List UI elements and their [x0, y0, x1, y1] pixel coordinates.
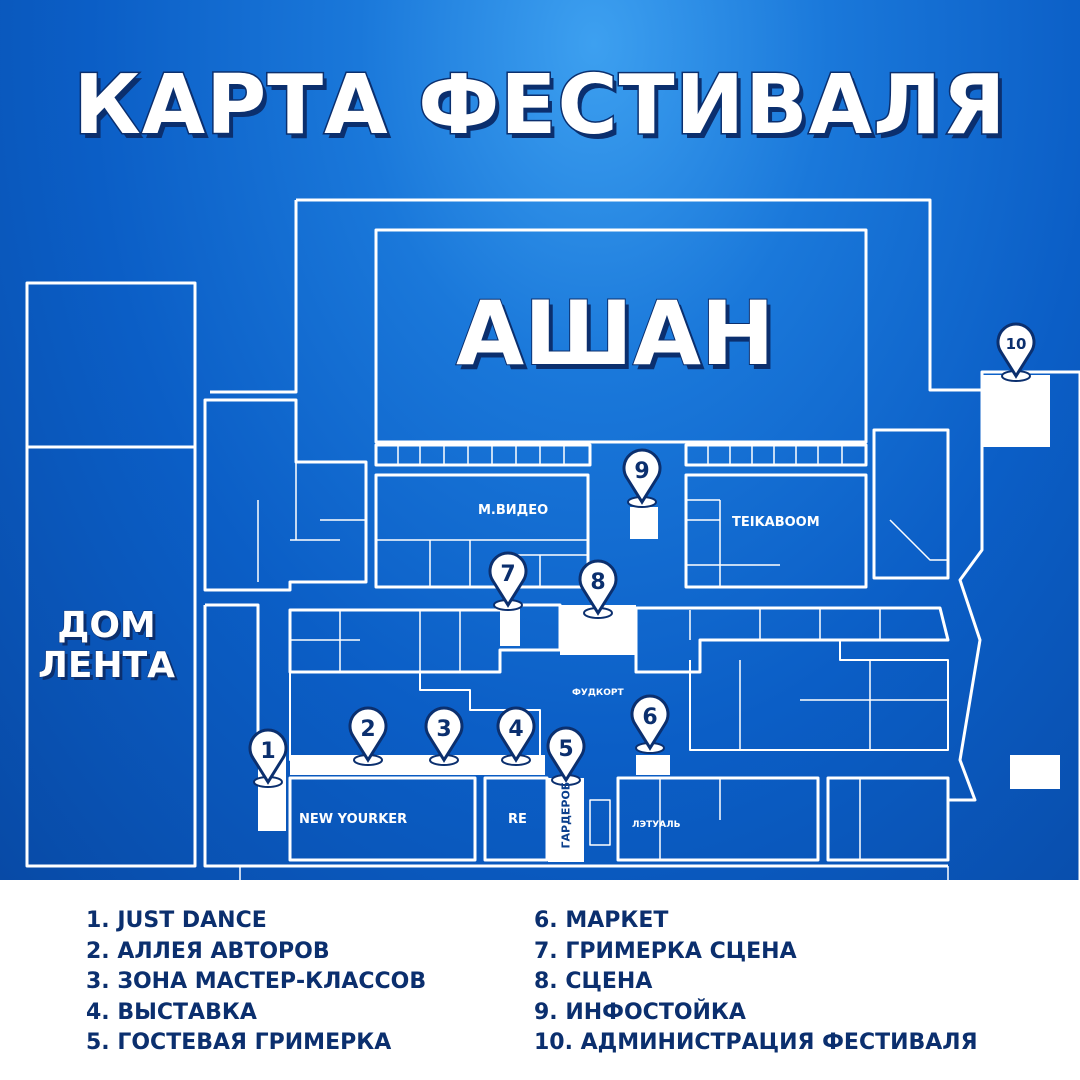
pin-number: 10	[1006, 335, 1027, 353]
legend-item: 8. СЦЕНА	[534, 969, 653, 994]
pin-number: 4	[508, 717, 523, 742]
dom-lenta-label: ДОМ ЛЕНТА	[37, 605, 176, 686]
letual-label: ЛЭТУАЛЬ	[632, 820, 681, 830]
pin-number: 6	[642, 705, 657, 730]
legend-item: 9. ИНФОСТОЙКА	[534, 999, 746, 1025]
marker-pins: 1 2 3 4 5 6 7 8 9 10	[248, 322, 1036, 788]
festival-map: 1 2 3 4 5 6 7 8 9 10 КАРТА ФЕСТИВАЛЯ АШАН ДОМ ЛЕН…	[0, 0, 1080, 880]
marker-pin-3[interactable]: 3	[424, 706, 464, 766]
floor-plan: 1 2 3 4 5 6 7 8 9 10	[25, 198, 1080, 880]
page-title: КАРТА ФЕСТИВАЛЯ	[72, 57, 1007, 155]
marker-pin-1[interactable]: 1	[248, 728, 288, 788]
new-yorker-label: NEW YOURKER	[299, 812, 408, 827]
marker-pin-6[interactable]: 6	[630, 694, 670, 754]
marker-pin-5[interactable]: 5	[546, 726, 586, 786]
dom-lenta-block	[25, 281, 197, 868]
walkways	[258, 375, 1060, 862]
pin-number: 5	[558, 737, 573, 762]
marker-pin-9[interactable]: 9	[622, 448, 662, 508]
pin-icon	[348, 706, 388, 763]
pin-number: 7	[500, 562, 515, 587]
pin-icon	[424, 706, 464, 763]
marker-pin-8[interactable]: 8	[578, 559, 618, 619]
legend-item: 7. ГРИМЕРКА СЦЕНА	[534, 938, 797, 964]
marker-pin-7[interactable]: 7	[488, 551, 528, 611]
pin-number: 2	[360, 717, 375, 742]
legend-item: 3. ЗОНА МАСТЕР-КЛАССОВ	[86, 969, 427, 994]
wardrobe-label: ГАРДЕРОБ	[559, 781, 573, 849]
auchan-block	[374, 228, 868, 444]
walls	[25, 198, 1080, 880]
marker-pin-10[interactable]: 10	[996, 322, 1036, 382]
pin-icon	[248, 728, 288, 785]
pin-icon	[630, 694, 670, 751]
foodcourt-label: ФУДКОРТ	[572, 688, 624, 698]
pin-icon	[622, 448, 662, 505]
pin-icon	[996, 322, 1036, 379]
legend-item: 10. АДМИНИСТРАЦИЯ ФЕСТИВАЛЯ	[534, 1030, 978, 1055]
legend-item: 5. ГОСТЕВАЯ ГРИМЕРКА	[86, 1030, 392, 1055]
legend-item: 6. МАРКЕТ	[534, 908, 669, 933]
marker-pin-2[interactable]: 2	[348, 706, 388, 766]
pin-icon	[488, 551, 528, 608]
legend-right-column: 6. МАРКЕТ 7. ГРИМЕРКА СЦЕНА 8. СЦЕНА 9. …	[534, 906, 978, 1059]
legend-item: 2. АЛЛЕЯ АВТОРОВ	[86, 938, 330, 964]
mvideo-label: М.ВИДЕО	[478, 503, 549, 518]
legend-left-column: 1. JUST DANCE 2. АЛЛЕЯ АВТОРОВ 3. ЗОНА М…	[86, 906, 426, 1059]
pin-number: 3	[436, 717, 451, 742]
re-label: RE	[508, 812, 527, 827]
pin-icon	[578, 559, 618, 616]
pin-icon	[496, 706, 536, 763]
pin-number: 1	[260, 739, 275, 764]
pin-icon	[546, 726, 586, 783]
legend-item: 1. JUST DANCE	[86, 908, 267, 933]
pin-number: 8	[590, 570, 605, 595]
teikaboom-label: TEIKABOOM	[732, 515, 820, 530]
pin-number: 9	[634, 459, 649, 484]
legend: 1. JUST DANCE 2. АЛЛЕЯ АВТОРОВ 3. ЗОНА М…	[0, 880, 1080, 1080]
marker-pin-4[interactable]: 4	[496, 706, 536, 766]
auchan-label: АШАН	[455, 281, 776, 386]
legend-item: 4. ВЫСТАВКА	[86, 999, 257, 1025]
